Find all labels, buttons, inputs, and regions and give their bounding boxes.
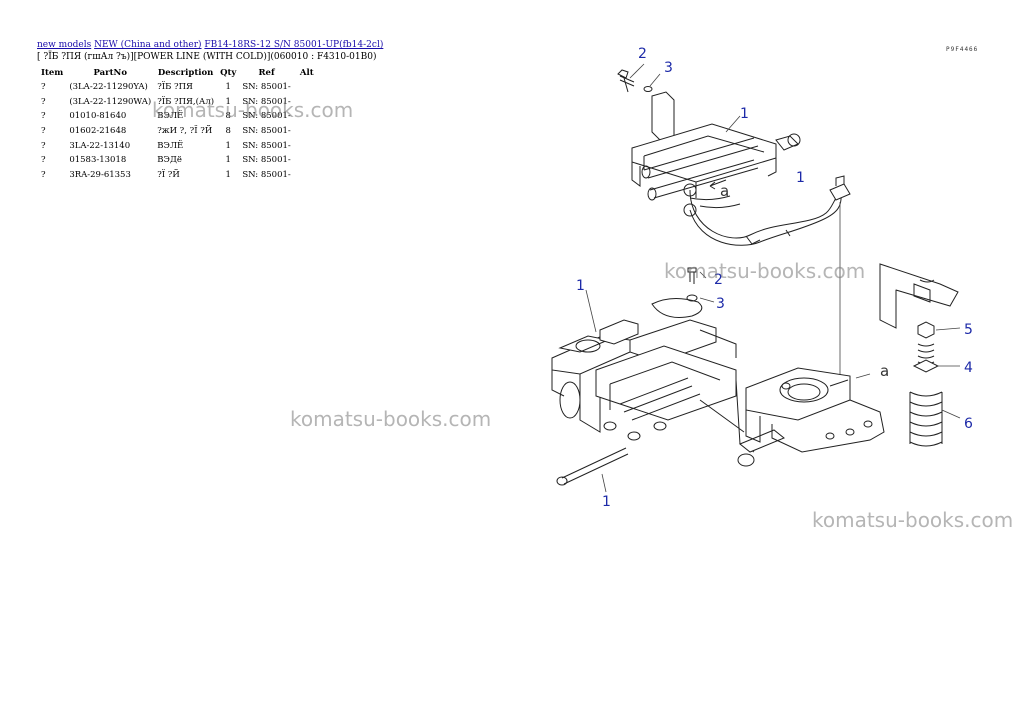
leader-line xyxy=(725,115,741,133)
cell-description: ?Ї ?Й xyxy=(157,169,180,180)
cell-description: ?ЇБ ?ПЯ,(Ал) xyxy=(157,96,215,107)
callout-1-frame: 1 xyxy=(576,278,585,294)
cell-qty: 1 xyxy=(225,140,231,151)
cell-ref: SN: 85001- xyxy=(242,96,291,107)
cell-alt xyxy=(294,109,320,124)
cell-ref: SN: 85001- xyxy=(242,140,291,151)
cell-description: ВЭДё xyxy=(157,155,182,166)
parts-diagram: 2 3 1 1 2 3 1 5 4 6 1 a a xyxy=(551,46,973,510)
cell-alt xyxy=(294,95,320,110)
cell-qty: 1 xyxy=(225,96,231,107)
table-row: ? (3LA-22-11290YA) ?ЇБ ?ПЯ 1 SN: 85001- xyxy=(37,80,320,95)
cell-item: ? xyxy=(41,96,46,107)
cell-part-no: 3LA-22-13140 xyxy=(69,140,131,151)
callout-2-top: 2 xyxy=(638,46,647,62)
col-header-partno: PartNo xyxy=(93,68,127,78)
col-header-item: Item xyxy=(41,68,64,78)
callout-3-top: 3 xyxy=(664,60,673,76)
callout-5: 5 xyxy=(964,322,973,338)
cell-alt xyxy=(294,153,320,168)
cell-ref: SN: 85001- xyxy=(242,155,291,166)
cell-item: ? xyxy=(41,155,46,166)
cell-part-no: 01583-13018 xyxy=(69,155,127,166)
cell-part-no: 3RA-29-61353 xyxy=(69,169,131,180)
cell-item: ? xyxy=(41,140,46,151)
cell-qty: 1 xyxy=(225,169,231,180)
cell-item: ? xyxy=(41,82,46,93)
table-row: ? 01583-13018 ВЭДё 1 SN: 85001- xyxy=(37,153,320,168)
breadcrumb-link-new-models[interactable]: new models xyxy=(37,40,92,50)
callout-1-bottom: 1 xyxy=(602,494,611,510)
cell-description: ВЭЛЁ xyxy=(157,111,184,122)
callout-1-pin: 1 xyxy=(796,170,805,186)
cell-alt xyxy=(294,124,320,139)
cell-ref: SN: 85001- xyxy=(242,111,291,122)
leader-line xyxy=(629,63,645,79)
cell-item: ? xyxy=(41,111,46,122)
cell-description: ВЭЛЁ xyxy=(157,140,184,151)
callout-3-mid: 3 xyxy=(716,296,725,312)
lower-housing-assembly xyxy=(745,263,961,453)
ref-letter-a-bottom: a xyxy=(880,362,889,380)
cell-qty: 8 xyxy=(225,126,231,137)
table-row: ? 01602-21648 ?жИ ?, ?Ї ?Й 8 SN: 85001- xyxy=(37,124,320,139)
callout-4: 4 xyxy=(964,360,973,376)
cell-alt xyxy=(294,168,320,183)
breadcrumb: new models NEW (China and other) FB14-18… xyxy=(37,40,383,51)
ref-letter-a-top: a xyxy=(720,182,729,200)
cell-part-no: (3LA-22-11290YA) xyxy=(69,82,148,93)
cell-part-no: 01602-21648 xyxy=(69,126,127,137)
cell-part-no: 01010-81640 xyxy=(69,111,127,122)
leader-line xyxy=(601,473,607,493)
parts-table: Item PartNo Description Qty Ref Alt ? (3… xyxy=(37,66,320,182)
cell-qty: 1 xyxy=(225,155,231,166)
table-row: ? 3LA-22-13140 ВЭЛЁ 1 SN: 85001- xyxy=(37,138,320,153)
cell-description: ?жИ ?, ?Ї ?Й xyxy=(157,126,213,137)
cell-ref: SN: 85001- xyxy=(242,169,291,180)
breadcrumb-link-region[interactable]: NEW (China and other) xyxy=(94,40,202,50)
col-header-qty: Qty xyxy=(220,68,237,78)
upper-bracket-assembly xyxy=(617,69,851,400)
cell-ref: SN: 85001- xyxy=(242,126,291,137)
table-row: ? 3RA-29-61353 ?Ї ?Й 1 SN: 85001- xyxy=(37,168,320,183)
cell-qty: 1 xyxy=(225,82,231,93)
cell-alt xyxy=(294,80,320,95)
cell-item: ? xyxy=(41,126,46,137)
breadcrumb-link-model[interactable]: FB14-18RS-12 S/N 85001-UP(fb14-2cl) xyxy=(204,40,384,50)
leader-line xyxy=(699,271,707,279)
leader-line xyxy=(585,289,597,333)
table-row: ? 01010-81640 ВЭЛЁ 8 SN: 85001- xyxy=(37,109,320,124)
leader-line xyxy=(699,297,715,303)
leader-line xyxy=(649,73,661,87)
table-row: ? (3LA-22-11290WA) ?ЇБ ?ПЯ,(Ал) 1 SN: 85… xyxy=(37,95,320,110)
cell-qty: 8 xyxy=(225,111,231,122)
lower-frame-assembly xyxy=(551,267,785,486)
callout-2-mid: 2 xyxy=(714,272,723,288)
callout-1-top: 1 xyxy=(740,106,749,122)
watermark: komatsu-books.com xyxy=(290,407,492,431)
cell-item: ? xyxy=(41,169,46,180)
cell-alt xyxy=(294,138,320,153)
page-subtitle: [ ?ЇБ ?ПЯ (гшАл ?ъ)][POWER LINE (WITH CO… xyxy=(37,52,377,62)
callout-6: 6 xyxy=(964,416,973,432)
col-header-alt: Alt xyxy=(299,68,314,78)
cell-description: ?ЇБ ?ПЯ xyxy=(157,82,193,93)
col-header-description: Description xyxy=(157,68,214,78)
figure-code: P9F4466 xyxy=(946,46,979,53)
col-header-ref: Ref xyxy=(258,68,275,78)
table-header-row: Item PartNo Description Qty Ref Alt xyxy=(37,66,320,80)
cell-ref: SN: 85001- xyxy=(242,82,291,93)
cell-part-no: (3LA-22-11290WA) xyxy=(69,96,152,107)
